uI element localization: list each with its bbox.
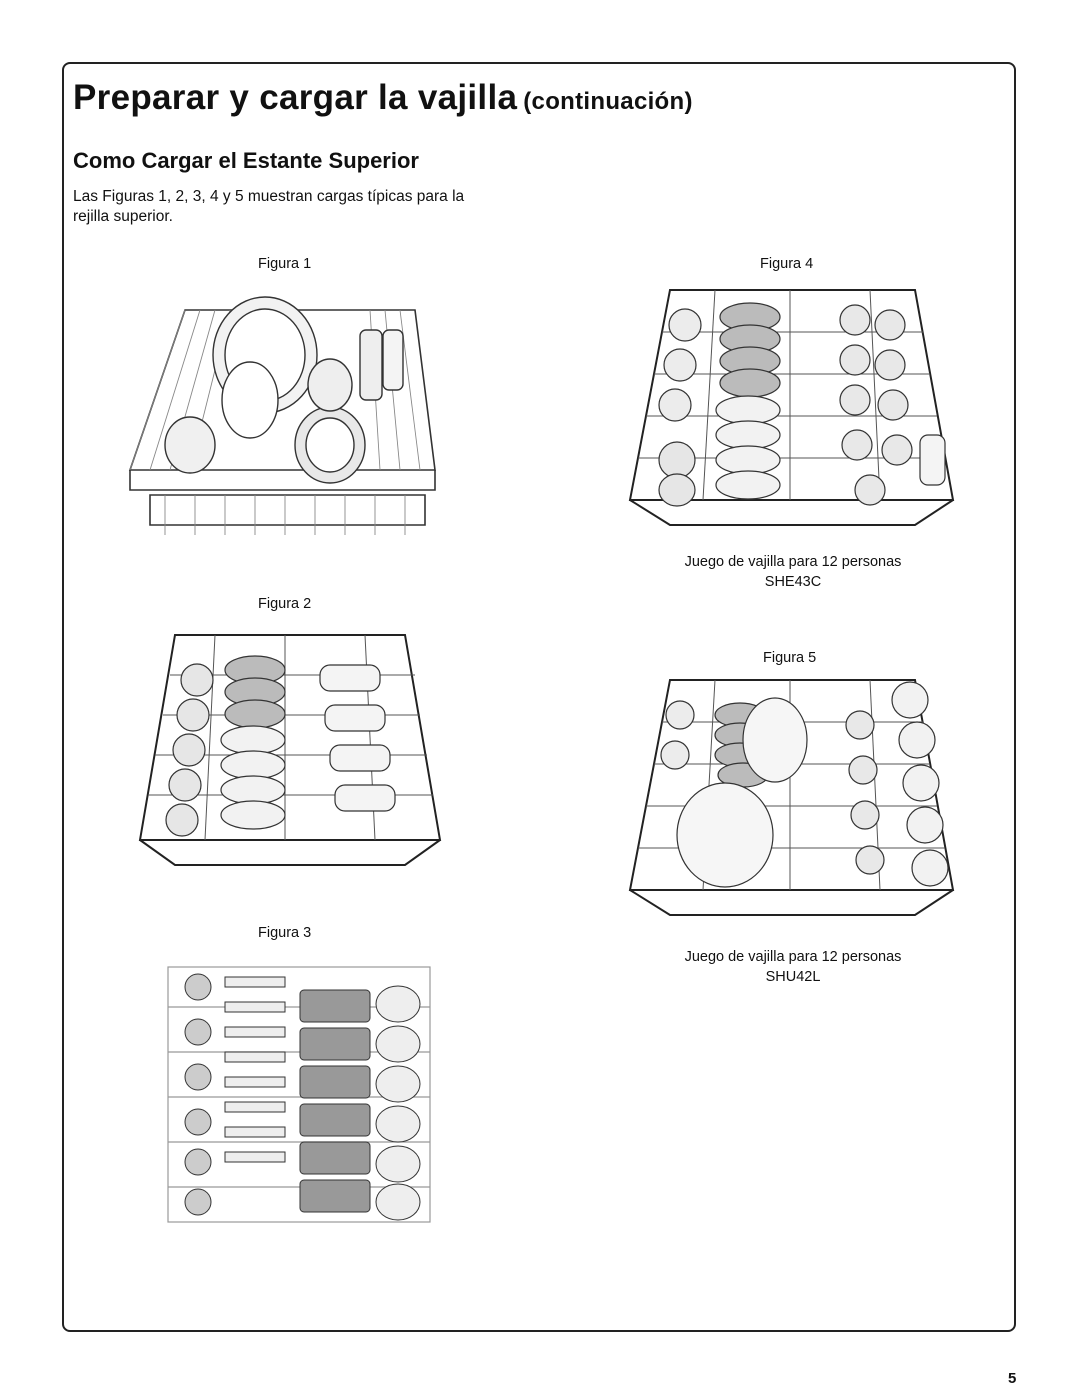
figure-4-caption-line1: Juego de vajilla para 12 personas: [684, 554, 902, 570]
figure-5-caption-line2: SHU42L: [765, 969, 821, 985]
page-title: Preparar y cargar la vajilla(continuació…: [73, 78, 693, 118]
figure-3-label: Figura 3: [258, 925, 312, 941]
figure-1-label: Figura 1: [258, 256, 312, 272]
intro-paragraph: Las Figuras 1, 2, 3, 4 y 5 muestran carg…: [73, 188, 465, 225]
figure-4-label: Figura 4: [760, 256, 814, 272]
page-frame: [62, 62, 1016, 1332]
page-number: 5: [1008, 1370, 1017, 1387]
title-suffix: (continuación): [523, 88, 693, 115]
figure-5-illustration: [625, 675, 955, 920]
figure-4-caption-line2: SHE43C: [764, 574, 822, 590]
figure-1-illustration: [125, 285, 445, 545]
figure-4-illustration: [625, 285, 955, 530]
figure-5-label: Figura 5: [763, 650, 817, 666]
section-heading: Como Cargar el Estante Superior: [73, 148, 419, 173]
title-main: Preparar y cargar la vajilla: [73, 78, 518, 117]
figure-5-caption-line1: Juego de vajilla para 12 personas: [684, 949, 902, 965]
figure-3-illustration: [150, 962, 440, 1232]
figure-2-label: Figura 2: [258, 596, 312, 612]
figure-2-illustration: [135, 630, 445, 870]
